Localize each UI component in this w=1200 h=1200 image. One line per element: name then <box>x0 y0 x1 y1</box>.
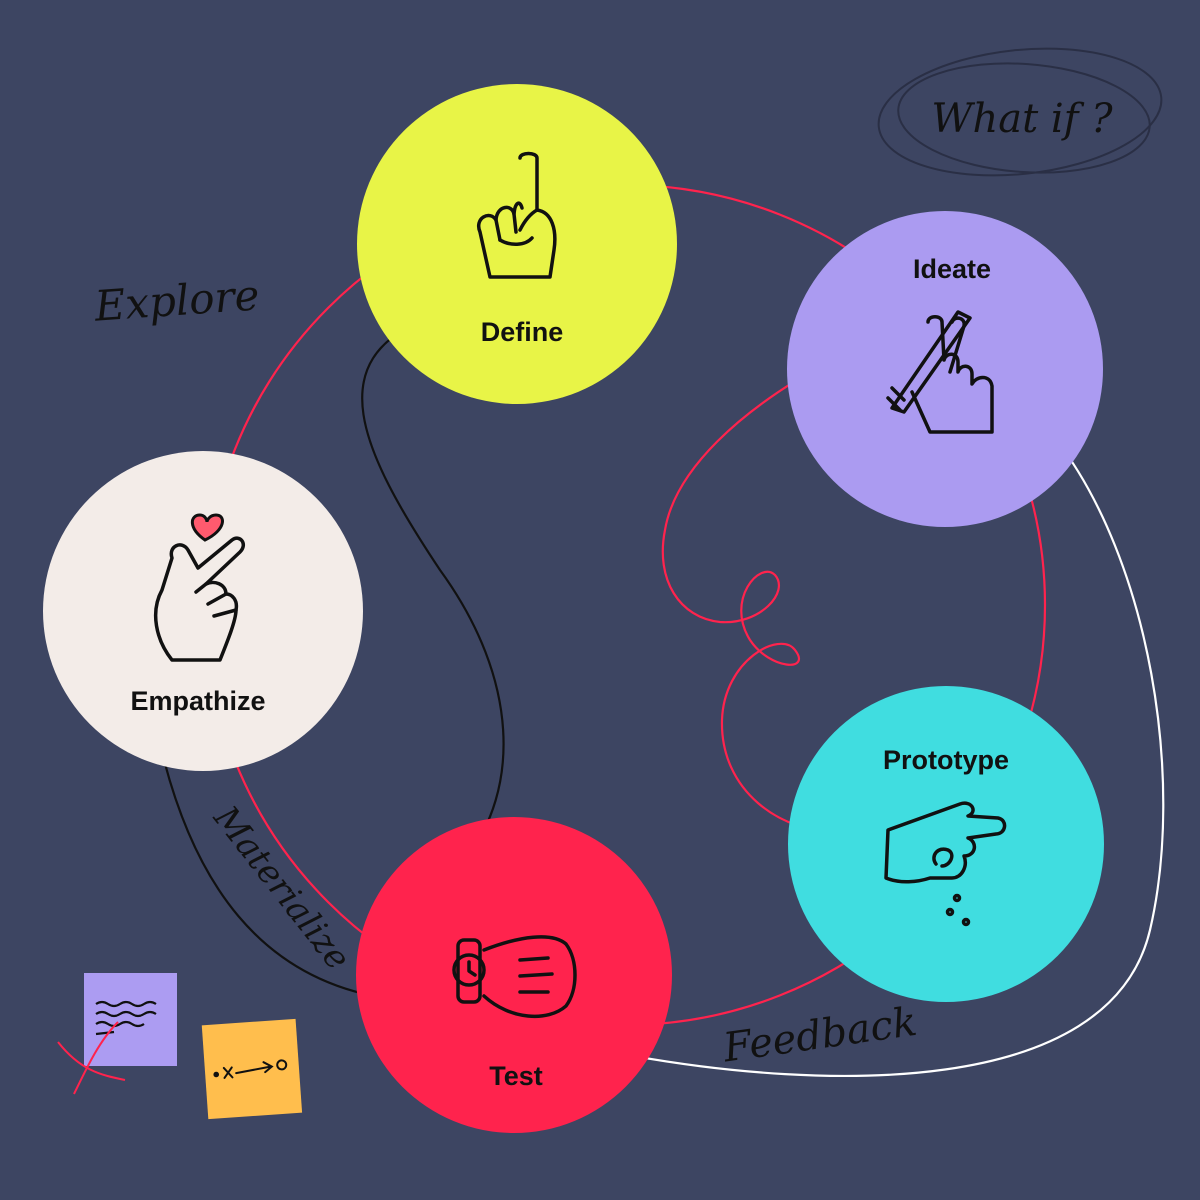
stage-ideate[interactable]: Ideate <box>787 211 1103 527</box>
stage-empathize[interactable]: Empathize <box>43 451 363 771</box>
wrist-watch-fist-icon <box>452 935 577 1019</box>
explore-text: Explore <box>92 270 261 330</box>
ideate-label: Ideate <box>913 254 991 284</box>
feedback-arrow <box>628 437 1165 1078</box>
scribbled-lines-icon <box>95 1000 157 1036</box>
heart-icon <box>190 513 224 542</box>
dot-x-arrow-icon <box>213 1059 288 1079</box>
test-to-define-arrow <box>361 318 505 861</box>
stage-define[interactable]: Define <box>357 84 677 404</box>
pinching-hand-icon <box>884 801 1007 927</box>
scribble-oval-outer <box>877 47 1163 177</box>
test-label: Test <box>489 1061 543 1091</box>
index-finger-up-icon <box>476 151 557 279</box>
finger-heart-icon <box>153 536 245 662</box>
test-circle <box>356 817 672 1133</box>
define-label: Define <box>481 317 564 347</box>
crossed-fingers-pencil-icon <box>886 310 994 434</box>
materialize-arrow <box>156 734 400 1000</box>
what-if-note: What if ? <box>877 47 1163 177</box>
prototype-label: Prototype <box>883 745 1009 775</box>
stage-prototype[interactable]: Prototype <box>788 686 1104 1002</box>
empathize-circle <box>43 451 363 771</box>
purple-sticky-note <box>57 973 177 1095</box>
prototype-circle <box>788 686 1104 1002</box>
cross-out-mark <box>57 1021 126 1095</box>
stage-test[interactable]: Test <box>356 817 672 1133</box>
ideate-circle <box>787 211 1103 527</box>
empathize-label: Empathize <box>130 686 265 716</box>
scribble-oval-inner <box>897 62 1151 174</box>
ideation-loop-arrow <box>661 362 846 834</box>
orange-sticky-note <box>201 1018 303 1120</box>
what-if-text: What if ? <box>931 96 1113 142</box>
